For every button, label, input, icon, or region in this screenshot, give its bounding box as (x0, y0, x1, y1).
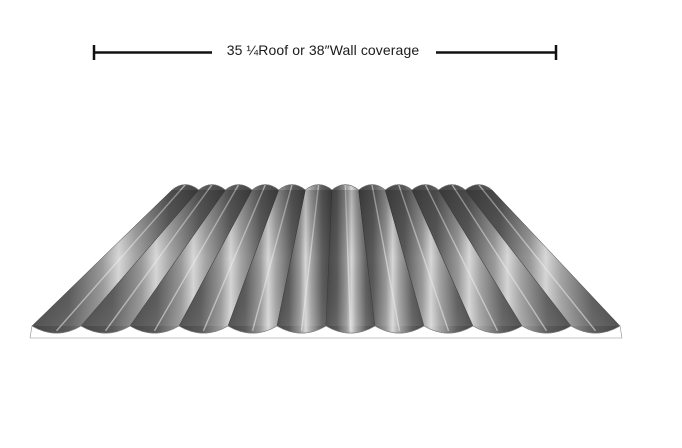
panel-front-edge (29, 325, 623, 339)
coverage-label: 35 ¼Roof or 38″Wall coverage (226, 42, 420, 58)
panel-ribs (31, 184, 621, 334)
panel-shading (32, 190, 620, 326)
panel-back-edge (171, 184, 493, 191)
